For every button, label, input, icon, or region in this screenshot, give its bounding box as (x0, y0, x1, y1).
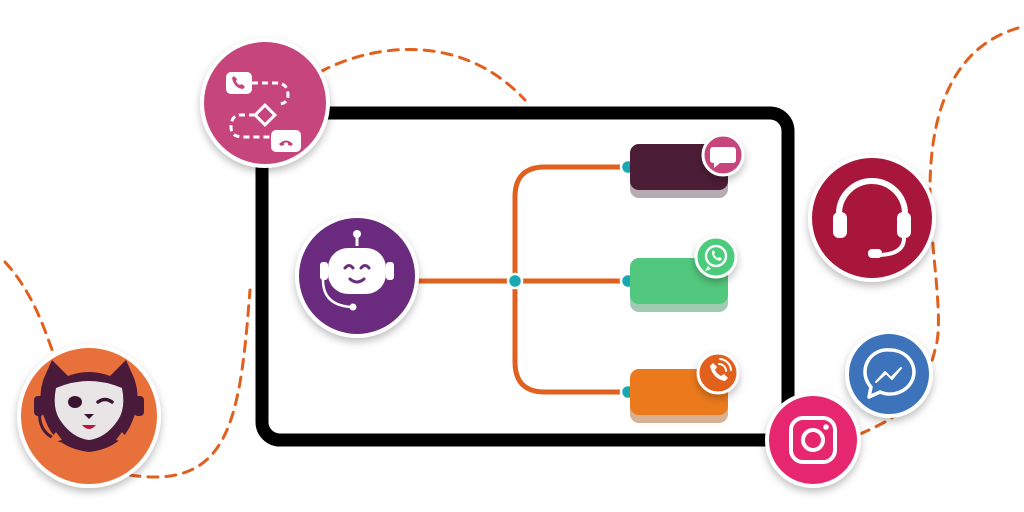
hub-dot (506, 272, 524, 290)
screen-frame (255, 106, 795, 447)
call-flow-icon (200, 38, 330, 168)
instagram-icon (765, 392, 861, 488)
chatbot-icon (295, 214, 419, 338)
cat-mascot-icon (17, 344, 161, 488)
messenger-icon (845, 330, 933, 418)
whatsapp-icon (694, 235, 738, 279)
dashed-path-bottom (128, 288, 252, 479)
dashed-path-top (318, 48, 527, 102)
dashed-path-left (3, 260, 62, 372)
chat-bubble-icon (701, 133, 745, 177)
phone-call-icon (696, 351, 740, 395)
headset-icon (808, 154, 936, 282)
